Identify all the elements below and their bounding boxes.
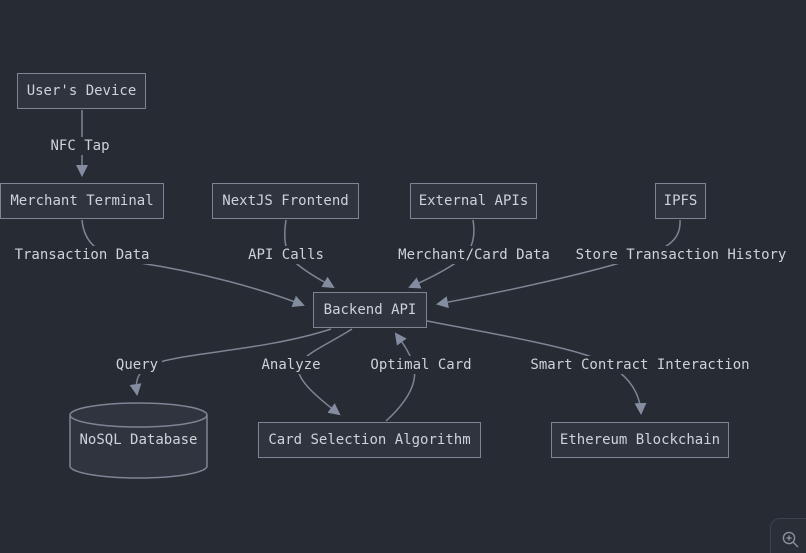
edge-label-optimal-card: Optimal Card [366,356,476,374]
node-nextjs-frontend: NextJS Frontend [212,183,359,219]
magnifier-plus-icon [782,531,799,548]
edge-label-smart-contract-interaction: Smart Contract Interaction [526,356,754,374]
node-users-device: User's Device [17,73,146,109]
edge-nextjs-frontend-to-backend-api [284,219,335,289]
nosql-database-cylinder-shape [69,402,208,479]
edge-label-store-transaction-history: Store Transaction History [571,246,791,264]
node-card-selection-algorithm: Card Selection Algorithm [258,422,481,458]
node-ethereum-blockchain: Ethereum Blockchain [551,422,729,458]
node-backend-api: Backend API [313,292,427,328]
node-merchant-terminal: Merchant Terminal [0,183,164,219]
edge-backend-api-to-ethereum [426,320,647,415]
edge-label-query: Query [111,356,163,374]
edge-label-transaction-data: Transaction Data [10,246,154,264]
node-ipfs: IPFS [655,183,706,219]
edge-merchant-terminal-to-backend-api [81,219,305,307]
edge-label-merchant-card-data: Merchant/Card Data [394,246,554,264]
zoom-in-button[interactable] [770,518,806,553]
node-external-apis: External APIs [410,183,537,219]
edge-card-selection-to-backend-api [385,332,416,422]
edge-label-analyze: Analyze [257,356,325,374]
edge-label-nfc-tap: NFC Tap [46,137,114,155]
edge-backend-api-to-nosql-database [129,328,332,396]
edge-label-api-calls: API Calls [244,246,328,264]
node-nosql-database: NoSQL Database [79,432,198,448]
